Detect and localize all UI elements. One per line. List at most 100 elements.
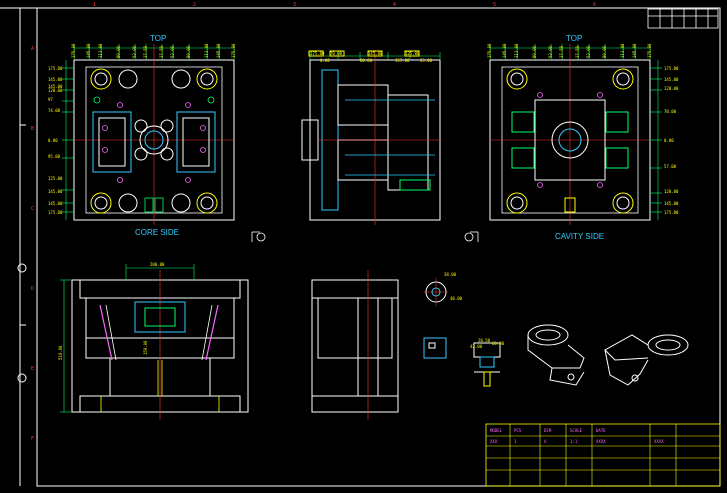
cavity-top-dim: 17.50 bbox=[559, 45, 564, 58]
core-left-dim: 145.00 bbox=[48, 189, 63, 194]
side-top-dim: 25.00 bbox=[420, 58, 433, 63]
tb-r1c1: 1 bbox=[514, 439, 517, 444]
svg-text:2: 2 bbox=[193, 2, 196, 8]
cavity-right-dim: 145.00 bbox=[664, 201, 679, 206]
zone-markers: 1 2 3 4 5 6 A B C D E F bbox=[31, 2, 596, 442]
core-top-dim: 17.50 bbox=[143, 45, 148, 58]
cavity-top-label: TOP bbox=[566, 34, 582, 43]
side-top-dim: 0.00 bbox=[320, 58, 330, 63]
svg-text:D: D bbox=[31, 286, 34, 292]
cavity-top-dim: 80.00 bbox=[602, 45, 607, 58]
core-top-dim: 111.00 bbox=[98, 43, 103, 58]
side-top-dim: 145.00 bbox=[368, 51, 383, 56]
section-marker-core bbox=[251, 231, 266, 242]
core-side-view: TOP CORE SIDE bbox=[62, 34, 266, 242]
cavity-top-dim: 175.00 bbox=[647, 43, 652, 58]
core-top-dim: 52.00 bbox=[132, 45, 137, 58]
side-top-dim: 125.00 bbox=[405, 51, 420, 56]
core-left-dim: 74.00 bbox=[48, 108, 61, 113]
product-iso-view-1 bbox=[527, 324, 585, 386]
core-top-dim: 80.00 bbox=[116, 45, 121, 58]
section-view-main: 200.00 bbox=[60, 262, 249, 420]
svg-text:A: A bbox=[31, 46, 34, 52]
tb-r0c0: MODEL bbox=[490, 428, 503, 433]
detail-dim: 60.80 bbox=[492, 341, 505, 346]
cavity-top-dim: 111.00 bbox=[514, 43, 519, 58]
tb-r0c3: SCALE bbox=[570, 428, 583, 433]
cavity-right-dim: 175.00 bbox=[664, 66, 679, 71]
core-left-dim: 145.00 bbox=[48, 77, 63, 82]
tb-r1c4: XXXX bbox=[596, 439, 606, 444]
cavity-right-dim: 175.00 bbox=[664, 210, 679, 215]
core-left-dim: 95.00 bbox=[48, 154, 61, 159]
svg-text:1: 1 bbox=[93, 2, 96, 8]
core-top-dim: 80.00 bbox=[186, 45, 191, 58]
core-left-dim: 175.00 bbox=[48, 66, 63, 71]
cavity-top-dim: 80.00 bbox=[532, 45, 537, 58]
core-left-dim: 145.00 bbox=[48, 84, 63, 89]
core-top-dim: 145.00 bbox=[86, 43, 91, 58]
tb-r0c1: PCS bbox=[514, 428, 522, 433]
tb-r0c4: DATE bbox=[596, 428, 606, 433]
core-top-dim: 52.00 bbox=[170, 45, 175, 58]
core-top-dim: 17.50 bbox=[159, 45, 164, 58]
cavity-top-dim: 17.50 bbox=[575, 45, 580, 58]
cavity-top-dim: 52.00 bbox=[586, 45, 591, 58]
section-view-side bbox=[311, 270, 399, 420]
cavity-right-dim: 120.00 bbox=[664, 86, 679, 91]
core-top-label: TOP bbox=[150, 34, 166, 43]
detail-round-part bbox=[424, 278, 448, 306]
core-side-label: CORE SIDE bbox=[135, 228, 179, 237]
cavity-top-dim: 145.00 bbox=[502, 43, 507, 58]
dimension-labels: 175.00 145.00 111.00 80.00 52.00 17.50 17.50 52… bbox=[48, 43, 679, 360]
detail-pin-part bbox=[473, 342, 501, 387]
cavity-top-dim: 175.00 bbox=[487, 43, 492, 58]
svg-text:C: C bbox=[31, 206, 34, 212]
core-left-dim: 0.00 bbox=[48, 138, 58, 143]
core-top-dim: 175.00 bbox=[71, 43, 76, 58]
sheet-frame bbox=[0, 7, 721, 487]
svg-text:F: F bbox=[31, 436, 34, 442]
core-left-dim: 175.00 bbox=[48, 210, 63, 215]
svg-text:E: E bbox=[31, 366, 34, 372]
section-left-dim: 510.00 bbox=[58, 345, 63, 360]
svg-text:4: 4 bbox=[393, 2, 396, 8]
core-left-dim: 145.00 bbox=[48, 201, 63, 206]
core-left-dim: 97 bbox=[48, 97, 53, 102]
cavity-right-dim: 57.00 bbox=[664, 164, 677, 169]
section-top-dim: 200.00 bbox=[150, 262, 165, 267]
cavity-side-view: TOP CAVITY SIDE bbox=[464, 34, 662, 242]
tb-brand: XXXX bbox=[654, 439, 664, 444]
svg-text:B: B bbox=[31, 126, 34, 132]
side-top-dim: 70.00 bbox=[330, 51, 343, 56]
detail-dim: 40.00 bbox=[450, 296, 463, 301]
core-left-dim: 125.00 bbox=[48, 176, 63, 181]
section-mid-dim: 159.00 bbox=[143, 340, 148, 355]
cavity-side-label: CAVITY SIDE bbox=[555, 232, 604, 241]
detail-dim: 42.00 bbox=[470, 344, 483, 349]
svg-text:6: 6 bbox=[593, 2, 596, 8]
svg-text:5: 5 bbox=[493, 2, 496, 8]
product-iso-view-2 bbox=[604, 334, 689, 386]
core-top-dim: 145.00 bbox=[216, 43, 221, 58]
cavity-right-dim: 70.00 bbox=[664, 109, 677, 114]
tb-r1c3: 1:1 bbox=[570, 439, 578, 444]
frame-ticks bbox=[17, 124, 27, 383]
corner-title-box bbox=[647, 8, 719, 29]
core-top-dim: 175.00 bbox=[231, 43, 236, 58]
cavity-top-dim: 145.00 bbox=[632, 43, 637, 58]
tb-r1c0: XXX bbox=[490, 439, 498, 444]
svg-text:3: 3 bbox=[293, 2, 296, 8]
tb-r1c2: A bbox=[544, 439, 547, 444]
detail-dim: 28.50 bbox=[478, 338, 491, 343]
side-top-dim: 80.00 bbox=[360, 58, 373, 63]
side-top-dim: 175.00 bbox=[310, 51, 325, 56]
tb-r0c2: DIM bbox=[544, 428, 552, 433]
side-elevation-view bbox=[301, 50, 441, 225]
title-block: MODEL PCS DIM SCALE DATE XXX 1 A 1:1 XXX… bbox=[485, 423, 721, 487]
detail-dim: 38.00 bbox=[444, 272, 457, 277]
cavity-right-dim: 120.00 bbox=[664, 189, 679, 194]
cavity-right-dim: 145.00 bbox=[664, 77, 679, 82]
